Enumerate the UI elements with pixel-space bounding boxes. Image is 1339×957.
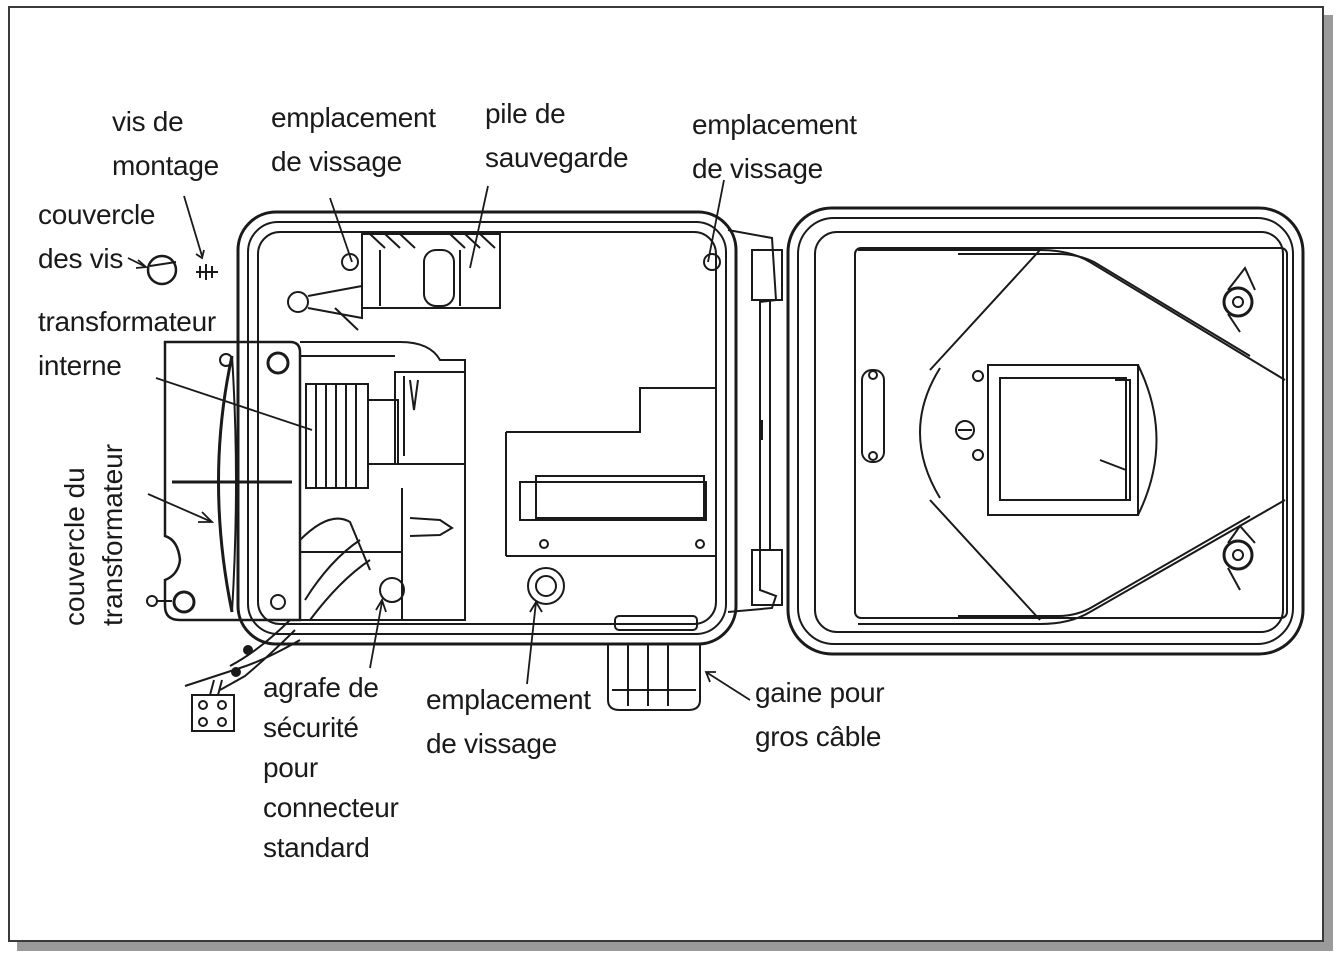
diagram-frame [8, 6, 1324, 942]
main-housing [236, 210, 738, 646]
loose-screws [146, 254, 218, 607]
label-couvercle-du-transformateur: couvercle du transformateur [59, 443, 128, 626]
transformer [163, 340, 466, 732]
circuit-board [505, 387, 716, 631]
label-couvercle-des-vis: couvercle des vis [38, 199, 156, 274]
label-vis-de-montage: vis de montage [112, 106, 219, 181]
label-emplacement-de-vissage-top-left: emplacement de vissage [271, 102, 436, 177]
label-emplacement-de-vissage-bottom: emplacement de vissage [426, 684, 591, 759]
label-agrafe-de-securite: agrafe de sécurité pour connecteur stand… [263, 672, 399, 863]
cable-gland [607, 644, 701, 711]
battery-compartment [287, 233, 721, 331]
label-emplacement-de-vissage-top-right: emplacement de vissage [692, 109, 857, 184]
label-transformateur-interne: transformateur interne [38, 306, 216, 381]
leader-lines [127, 179, 751, 701]
label-gaine-pour-gros-cable: gaine pour gros câble [755, 677, 885, 752]
label-pile-de-sauvegarde: pile de sauvegarde [485, 98, 629, 173]
hinge [727, 229, 783, 613]
front-door [786, 206, 1305, 656]
